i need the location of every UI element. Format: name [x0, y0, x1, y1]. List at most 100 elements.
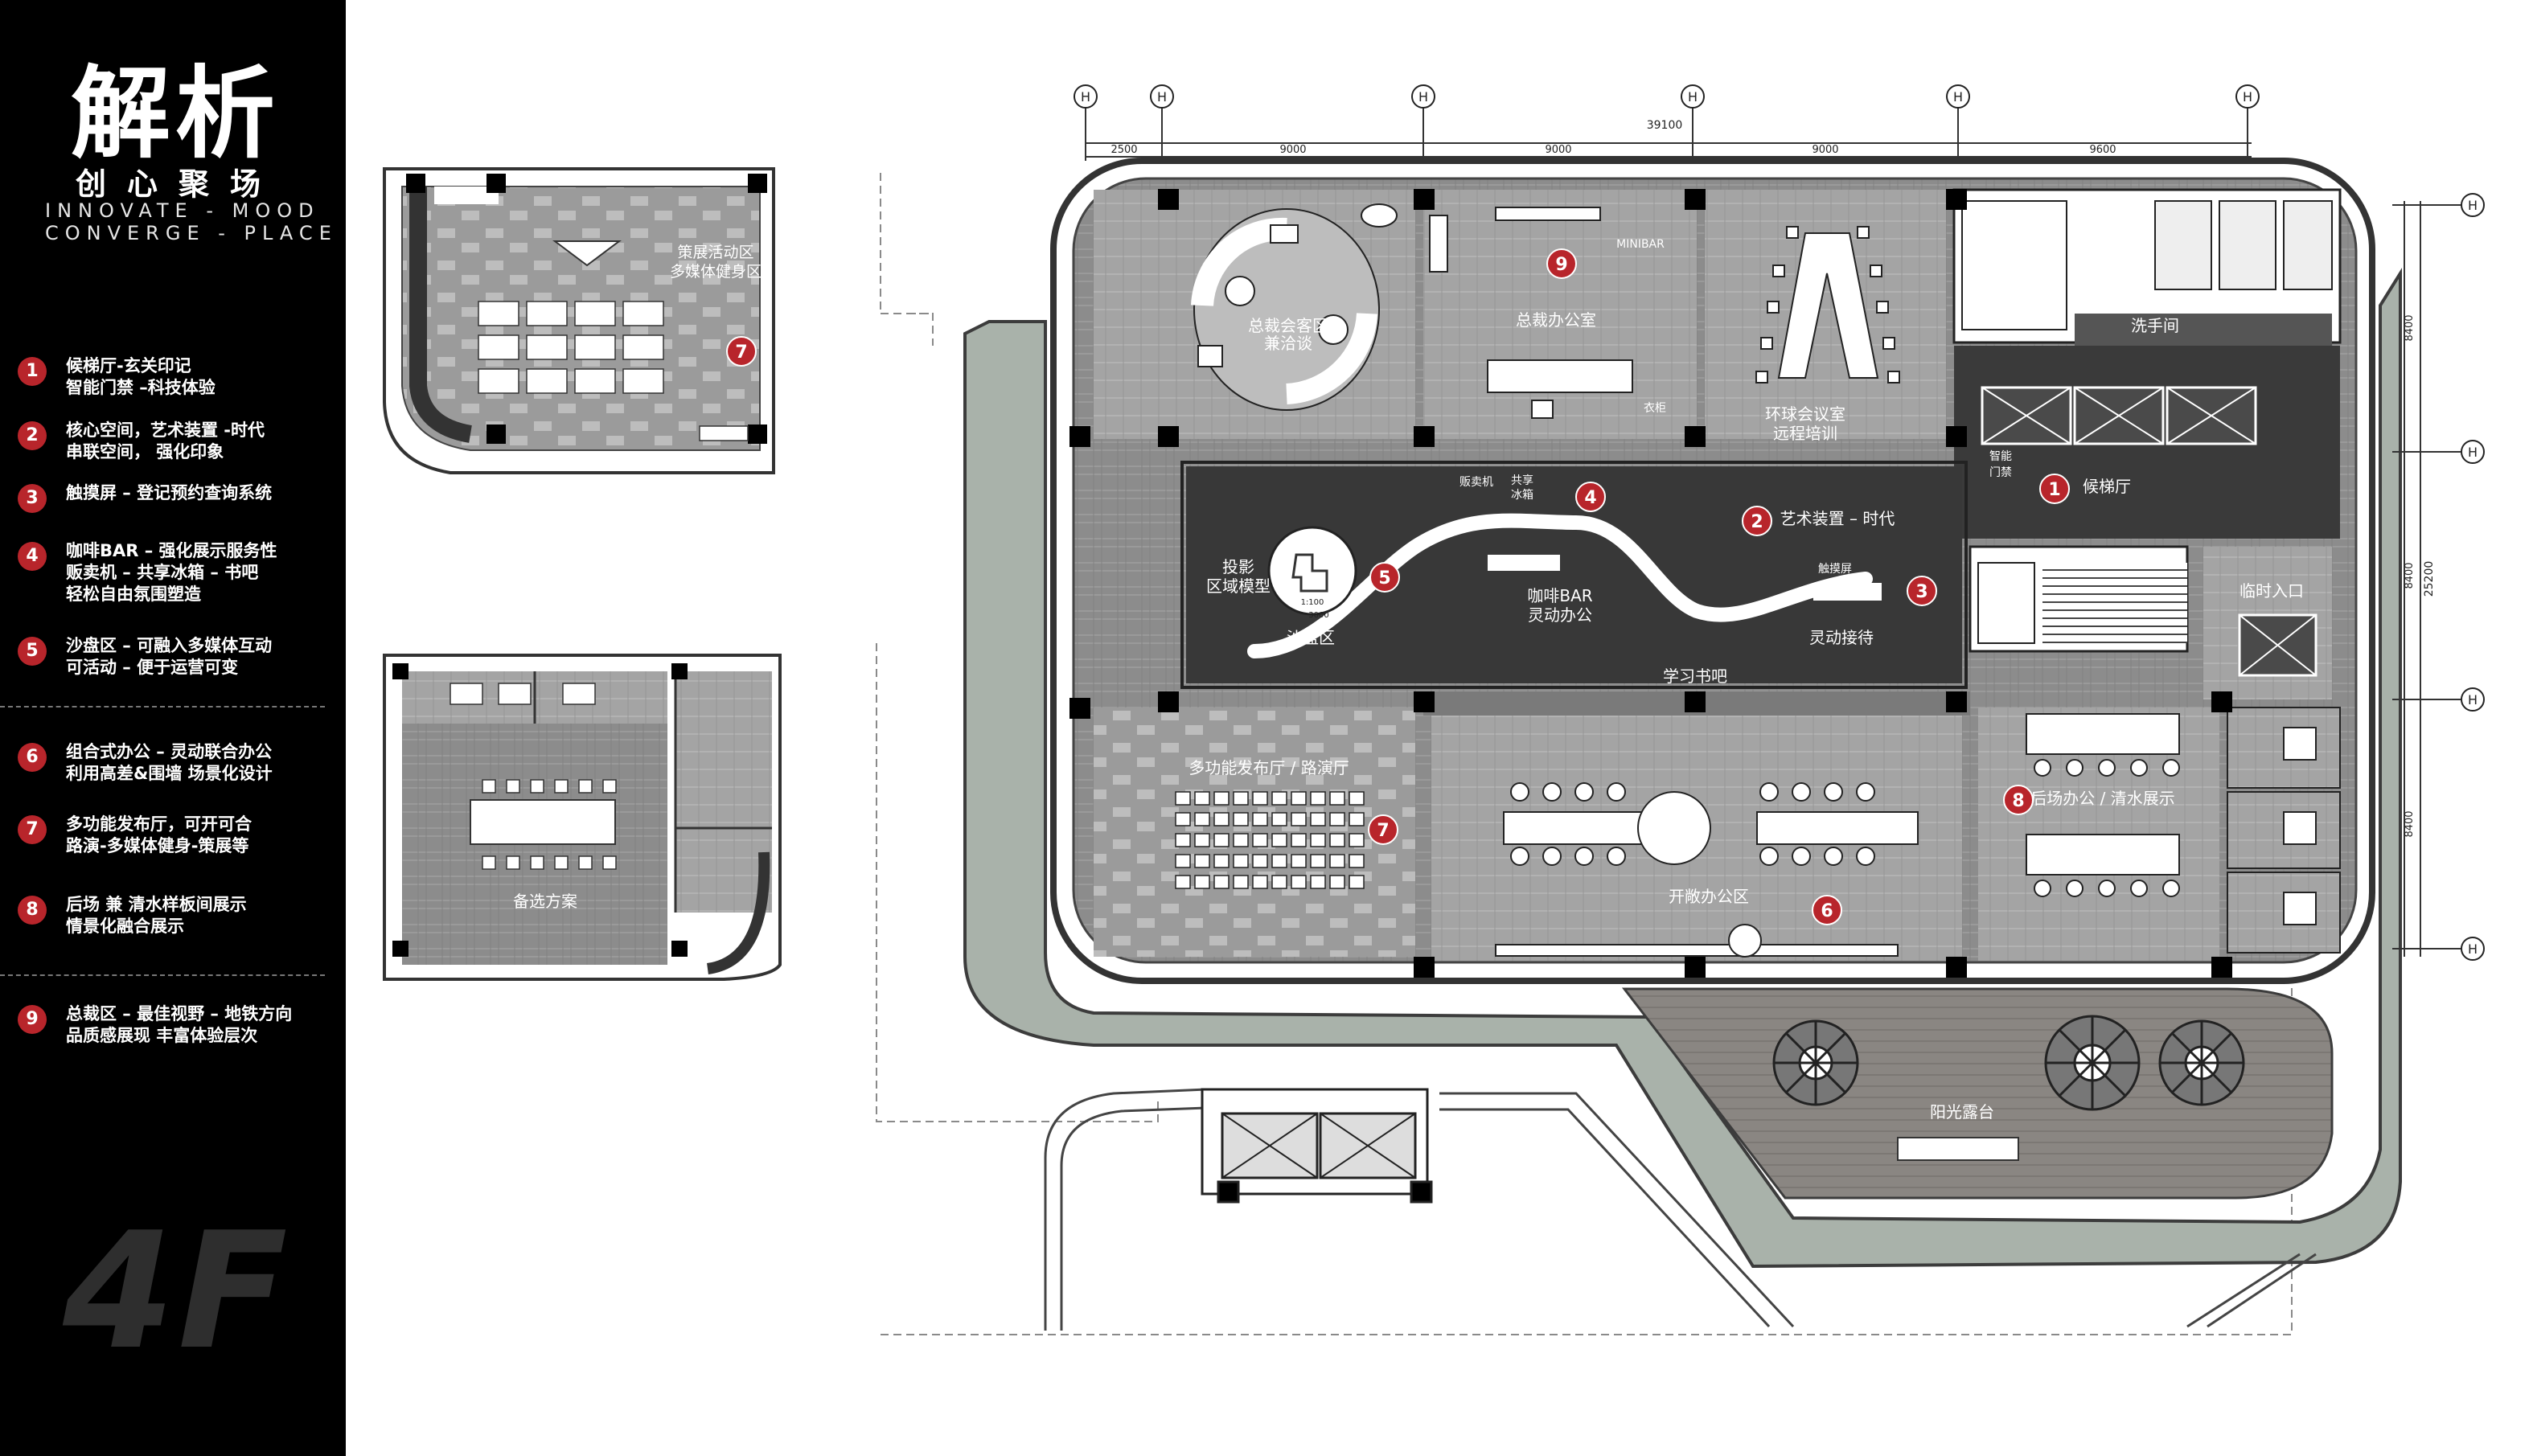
dimension-lines [1085, 105, 2461, 957]
office-chair [1607, 847, 1626, 866]
room-label-ceo-reception: 兼洽谈 [1264, 334, 1312, 353]
hall-seat [1233, 875, 1249, 889]
room-label-study-bar: 学习书吧 [1663, 666, 1727, 686]
legend-line: 贩卖机 – 共享冰箱 – 书吧 [66, 563, 259, 582]
inset-chair [482, 855, 496, 870]
room-label-smart-access: 门禁 [1989, 466, 2012, 479]
plan-marker-number: 9 [1555, 255, 1567, 275]
plan-marker [1907, 576, 1937, 606]
room-label-smart-access: 智能 [1989, 450, 2012, 463]
legend-line: 沙盘区 – 可融入多媒体互动 [66, 636, 273, 655]
inset-top-marker: 7 [726, 336, 757, 367]
office-chair [1510, 782, 1529, 802]
hall-seat [1329, 833, 1345, 847]
hall-seat [1271, 833, 1287, 847]
hall-seat [1291, 854, 1307, 868]
legend-number-badge: 2 [18, 421, 47, 450]
dim-label: 8400 [2404, 314, 2416, 341]
plan-marker [1369, 562, 1400, 593]
office-chair [1542, 847, 1562, 866]
hall-seat [1310, 812, 1326, 826]
office-chair [1856, 782, 1875, 802]
office-chair [2130, 880, 2148, 897]
axis-bubble [2461, 193, 2485, 217]
plan-marker-number: 5 [1378, 568, 1390, 589]
dim-label: 9600 [2089, 144, 2116, 156]
site-outline [876, 173, 2293, 1335]
inset-desk [478, 301, 519, 326]
room-label-agile-reception: 灵动接待 [1809, 628, 1874, 647]
legend-text: 核心空间，艺术装置 -时代串联空间， 强化印象 [66, 420, 265, 463]
legend-line: 路演-多媒体健身-策展等 [66, 836, 249, 855]
central-core-outline [1180, 461, 1968, 689]
axis-label: H [2468, 198, 2478, 213]
inset-desk [526, 334, 568, 360]
inset-desk [450, 683, 483, 705]
legend-number-badge: 1 [18, 357, 47, 386]
axis-label: H [2468, 941, 2478, 957]
reception-desk [1813, 583, 1882, 601]
room-label-ceo-reception: 总裁会客区 [1248, 316, 1328, 335]
inset-desk [526, 301, 568, 326]
hall-seat [1349, 854, 1365, 868]
plan-marker [1812, 895, 1842, 925]
office-chair [1759, 782, 1779, 802]
office-chair [2098, 759, 2116, 777]
hall-seat [1233, 812, 1249, 826]
legend-line: 核心空间，艺术装置 -时代 [66, 420, 265, 440]
subtitle-en-line-1: INNOVATE - MOOD [45, 199, 320, 222]
sandtable-model [1267, 526, 1357, 616]
office-chair [2162, 759, 2180, 777]
sidebar-panel: 解析 创心聚场 INNOVATE - MOOD CONVERGE - PLACE… [0, 0, 346, 1456]
legend-text: 咖啡BAR – 强化展示服务性贩卖机 – 共享冰箱 – 书吧轻松自由氛围塑造 [66, 540, 277, 605]
axis-label: H [2243, 89, 2252, 105]
dim-right-total: 25200 [2423, 561, 2436, 597]
hall-seat [1291, 812, 1307, 826]
inset-bottom-plan [383, 654, 782, 981]
inset-chair [602, 779, 617, 794]
legend-number-badge: 8 [18, 896, 47, 925]
legend-line: 智能门禁 –科技体验 [66, 378, 216, 397]
hall-seat [1329, 812, 1345, 826]
office-chair [2130, 759, 2148, 777]
hall-seat [1349, 812, 1365, 826]
hall-seat [1233, 854, 1249, 868]
inset-desk [574, 368, 616, 394]
multi-hall [1094, 707, 1415, 957]
room-label-lift-lobby: 候梯厅 [2083, 477, 2131, 496]
legend-line: 后场 兼 清水样板间展示 [66, 895, 247, 914]
plan-marker [1742, 506, 1772, 536]
hall-seat [1175, 833, 1191, 847]
axis-label: H [1157, 89, 1167, 105]
legend-line: 串联空间， 强化印象 [66, 442, 224, 461]
hall-seat [1194, 812, 1210, 826]
legend-line: 轻松自由氛围塑造 [66, 584, 201, 604]
dim-label: 8400 [2404, 810, 2416, 837]
hall-seat [1175, 812, 1191, 826]
office-chair [1574, 782, 1594, 802]
inset-desk [478, 334, 519, 360]
desk-set [1429, 207, 1633, 419]
inset-desk [498, 683, 532, 705]
office-chair [1856, 847, 1875, 866]
dim-total: 39100 [1647, 119, 1683, 132]
room-label-cafe: 灵动办公 [1528, 605, 1592, 625]
hall-seat [1252, 833, 1268, 847]
plan-marker [1546, 248, 1577, 279]
legend-divider [0, 706, 325, 707]
right-stair [1969, 545, 2189, 653]
axis-label: H [2468, 445, 2478, 460]
hall-seat [1175, 875, 1191, 889]
plan-marker-number: 7 [1377, 821, 1389, 841]
room-label-fridge: 共享 [1511, 474, 1533, 487]
legend-line: 品质感展现 丰富体验层次 [66, 1026, 258, 1045]
room-label-ceo-office: 总裁办公室 [1516, 310, 1596, 330]
hall-seat [1329, 875, 1345, 889]
inset-top-plan [383, 167, 775, 474]
legend-number-badge: 7 [18, 815, 47, 844]
axis-label: H [1081, 89, 1090, 105]
washroom-block [1952, 188, 2342, 352]
inset-chair [530, 855, 544, 870]
art-installation-wave [1247, 513, 1873, 658]
